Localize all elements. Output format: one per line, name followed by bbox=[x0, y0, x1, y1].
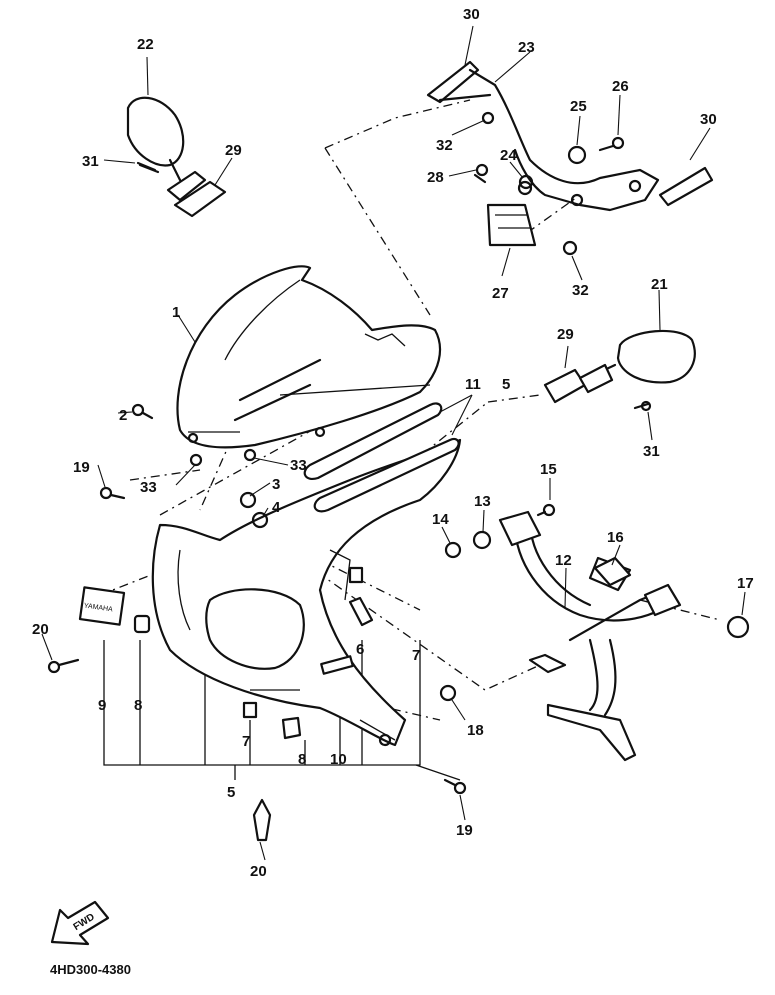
callout-13: 13 bbox=[474, 493, 491, 510]
callout-24: 24 bbox=[500, 147, 517, 164]
callout-2: 2 bbox=[119, 407, 127, 424]
callout-20-left: 20 bbox=[32, 621, 49, 638]
yamaha-decal-text: YAMAHA bbox=[83, 603, 113, 614]
callout-32-bottom: 32 bbox=[572, 282, 589, 299]
callout-31-left: 31 bbox=[82, 153, 99, 170]
callout-29-right: 29 bbox=[557, 326, 574, 343]
callout-9: 9 bbox=[98, 697, 106, 714]
callout-32-top: 32 bbox=[436, 137, 453, 154]
callout-28: 28 bbox=[427, 169, 444, 186]
callout-19-bottom: 19 bbox=[456, 822, 473, 839]
callout-17: 17 bbox=[737, 575, 754, 592]
callout-20-bottom: 20 bbox=[250, 863, 267, 880]
callout-19-left: 19 bbox=[73, 459, 90, 476]
callout-23: 23 bbox=[518, 39, 535, 56]
callout-22: 22 bbox=[137, 36, 154, 53]
callout-1: 1 bbox=[172, 304, 180, 321]
callout-11: 11 bbox=[465, 376, 481, 393]
callout-18: 18 bbox=[467, 722, 484, 739]
callout-8-bottom: 8 bbox=[298, 751, 306, 768]
callout-16: 16 bbox=[607, 529, 624, 546]
fwd-arrow: FWD bbox=[50, 900, 110, 946]
callout-15: 15 bbox=[540, 461, 557, 478]
cowl-stay bbox=[426, 60, 714, 256]
callout-21: 21 bbox=[651, 276, 668, 293]
callout-33-left: 33 bbox=[140, 479, 157, 496]
callout-29-left: 29 bbox=[225, 142, 242, 159]
callout-30-right: 30 bbox=[700, 111, 717, 128]
callout-33-right: 33 bbox=[290, 457, 307, 474]
trim-strips bbox=[233, 358, 460, 513]
callout-7-bottom: 7 bbox=[242, 733, 250, 750]
mirror-left bbox=[126, 96, 227, 218]
upper-cowl bbox=[151, 438, 462, 747]
callout-8-left: 8 bbox=[134, 697, 142, 714]
windscreen bbox=[176, 265, 442, 449]
cowl-bracket bbox=[498, 510, 682, 762]
callout-25: 25 bbox=[570, 98, 587, 115]
callout-10: 10 bbox=[330, 751, 347, 768]
diagram-reference-code: 4HD300-4380 bbox=[50, 962, 131, 977]
callout-7-right: 7 bbox=[412, 647, 420, 664]
callout-5-top: 5 bbox=[502, 376, 510, 393]
yamaha-decal: YAMAHA bbox=[78, 586, 126, 626]
leader-lines bbox=[41, 25, 746, 861]
callout-31-right: 31 bbox=[643, 443, 660, 460]
callout-12: 12 bbox=[555, 552, 572, 569]
callouts: 22 31 29 30 23 25 26 30 32 24 28 27 32 1… bbox=[32, 6, 754, 880]
fasteners bbox=[47, 136, 750, 842]
callout-30-top: 30 bbox=[463, 6, 480, 23]
callout-6: 6 bbox=[356, 641, 364, 658]
callout-3: 3 bbox=[272, 476, 280, 493]
callout-27: 27 bbox=[492, 285, 509, 302]
callout-14: 14 bbox=[432, 511, 449, 528]
callout-26: 26 bbox=[612, 78, 629, 95]
callout-4: 4 bbox=[272, 499, 281, 516]
callout-5-bottom: 5 bbox=[227, 784, 235, 801]
mirror-right bbox=[543, 329, 696, 410]
